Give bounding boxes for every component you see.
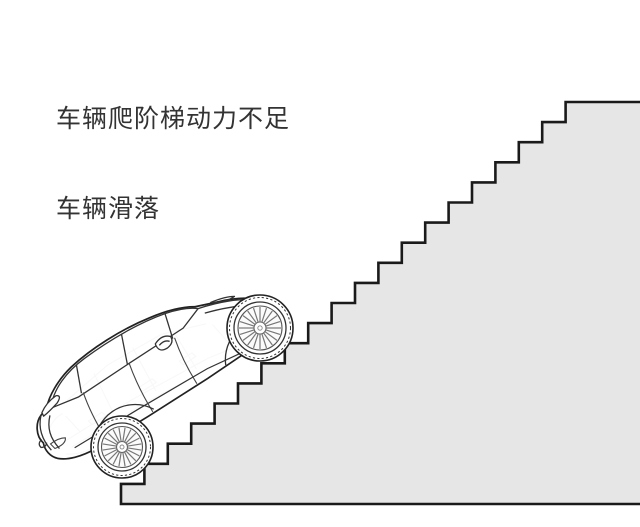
car-greenhouse bbox=[50, 307, 199, 409]
caption-line-1: 车辆爬阶梯动力不足 bbox=[56, 104, 291, 133]
front-wheel bbox=[226, 294, 294, 362]
car-body-outline bbox=[36, 297, 279, 460]
front-hub-cap bbox=[257, 325, 263, 331]
front-tire-tread bbox=[229, 297, 291, 359]
rear-hatch bbox=[38, 415, 60, 451]
staircase-shape bbox=[119, 100, 640, 506]
rear-rim-spokes bbox=[102, 427, 142, 467]
rear-tire-tread bbox=[93, 418, 151, 476]
staircase bbox=[119, 100, 640, 506]
caption-text: 车辆爬阶梯动力不足 车辆滑落 bbox=[56, 44, 290, 284]
caption-line-2: 车辆滑落 bbox=[56, 194, 161, 223]
rear-wheel bbox=[90, 415, 154, 479]
roof-spoiler bbox=[41, 395, 61, 417]
side-mirror bbox=[154, 335, 173, 351]
tail-light bbox=[49, 437, 66, 450]
rear-hub-cap bbox=[119, 444, 125, 450]
front-rim-spokes bbox=[239, 307, 281, 349]
